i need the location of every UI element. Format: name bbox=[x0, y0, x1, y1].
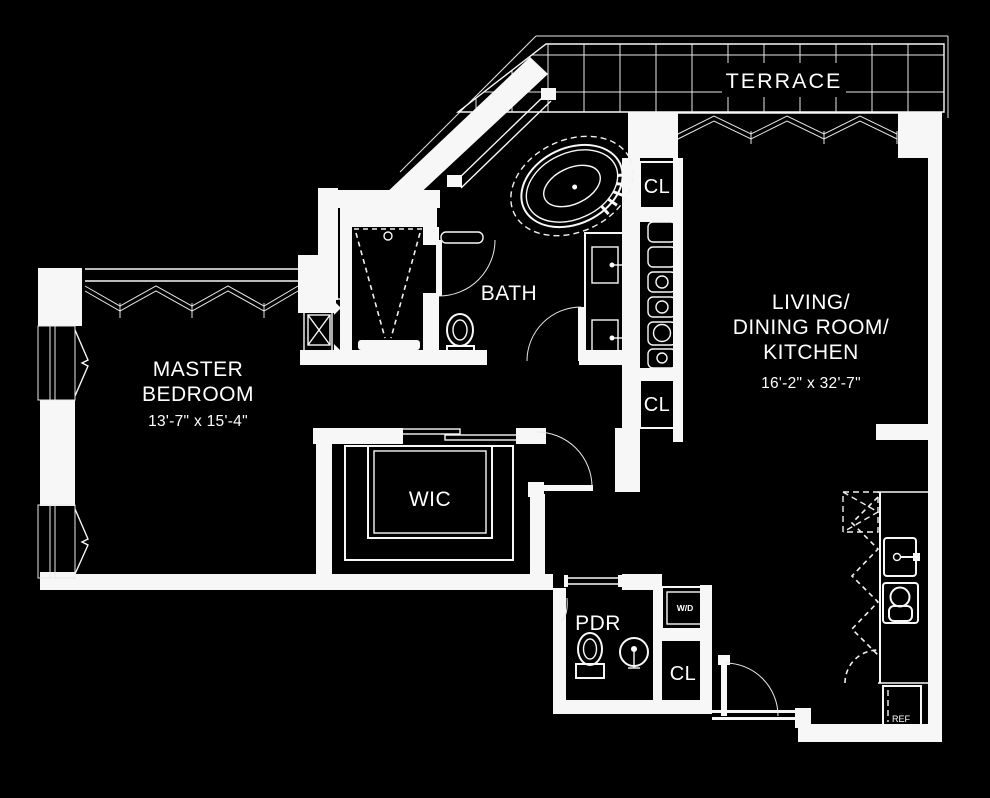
windows bbox=[37, 88, 898, 579]
kitchen-sink bbox=[883, 537, 920, 577]
bathtub bbox=[510, 135, 634, 237]
master-window-band bbox=[84, 268, 299, 318]
towel-bar bbox=[440, 231, 484, 244]
terrace: TERRACE bbox=[399, 35, 949, 173]
wic-label: WIC bbox=[409, 488, 451, 511]
entry-door bbox=[718, 655, 779, 717]
walk-in-closet: WIC bbox=[344, 428, 524, 561]
master-bedroom-label-line1: MASTER bbox=[153, 358, 244, 381]
shower-stall bbox=[354, 228, 423, 350]
bath-door-north bbox=[436, 239, 496, 297]
vent-shaft bbox=[303, 298, 349, 362]
appliance-stack bbox=[647, 221, 677, 369]
bath-door-south bbox=[526, 306, 584, 362]
living-dimensions: 16'-2" x 32'-7" bbox=[761, 375, 861, 392]
refrigerator-label: REF bbox=[892, 714, 911, 724]
pdr-label: PDR bbox=[575, 612, 621, 635]
diagonal-wall bbox=[383, 57, 548, 213]
master-bedroom-dimensions: 13'-7" x 15'-4" bbox=[148, 413, 248, 430]
diagonal-window bbox=[447, 88, 556, 189]
pdr-sink bbox=[619, 637, 649, 669]
powder-room: PDR bbox=[560, 575, 649, 679]
living-label-line1: LIVING/ bbox=[772, 291, 850, 314]
closets: CL CL CL bbox=[639, 161, 707, 705]
shower-bench bbox=[358, 340, 420, 350]
room-labels: MASTER BEDROOM 13'-7" x 15'-4" LIVING/ D… bbox=[142, 291, 889, 430]
refrigerator: REF bbox=[882, 685, 922, 727]
bath-label: BATH bbox=[481, 282, 537, 305]
upper-cabinet bbox=[842, 491, 880, 533]
hall-door bbox=[536, 431, 593, 491]
pdr-door-mark bbox=[560, 597, 568, 623]
cabinet-swings bbox=[850, 496, 880, 656]
living-window-band bbox=[676, 112, 898, 144]
closet-entry-label: CL bbox=[670, 663, 697, 685]
cooktop bbox=[882, 582, 919, 624]
walls bbox=[38, 57, 942, 742]
wic-sliding-door bbox=[349, 428, 461, 435]
closet-upper-label: CL bbox=[644, 176, 671, 198]
bathroom: BATH bbox=[303, 135, 634, 364]
living-label-line2: DINING ROOM/ bbox=[733, 316, 890, 339]
washer-dryer-label: W/D bbox=[677, 603, 694, 613]
master-left-window-1 bbox=[37, 325, 89, 401]
closet-middle-label: CL bbox=[644, 394, 671, 416]
kitchen: REF bbox=[842, 491, 930, 727]
washer-dryer: W/D bbox=[661, 586, 709, 630]
bath-toilet bbox=[446, 313, 475, 361]
double-vanity bbox=[584, 232, 626, 364]
terrace-label: TERRACE bbox=[726, 69, 843, 93]
master-left-window-2 bbox=[37, 504, 89, 579]
master-bedroom-label-line2: BEDROOM bbox=[142, 383, 254, 406]
living-label-line3: KITCHEN bbox=[763, 341, 859, 364]
pdr-toilet bbox=[575, 632, 605, 679]
tub-faucet bbox=[600, 172, 630, 216]
